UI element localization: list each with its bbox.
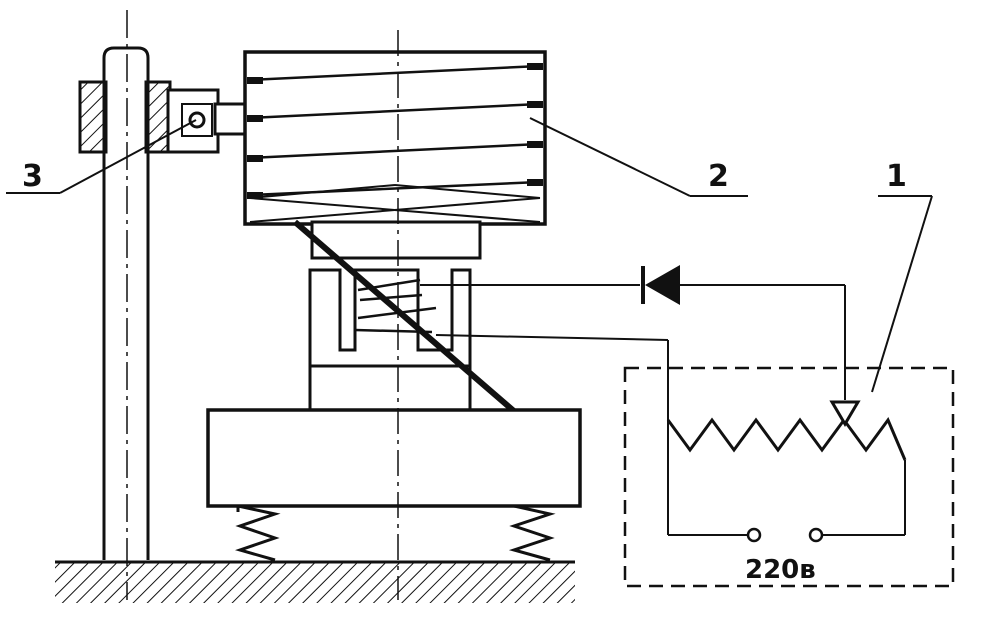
electromagnet-coil xyxy=(243,50,547,226)
spring-left xyxy=(234,504,281,562)
regulator-box xyxy=(623,366,955,588)
clamp-collar xyxy=(78,80,172,154)
core-yoke xyxy=(308,268,472,412)
terminal-right-icon xyxy=(808,527,824,543)
label-voltage: 220в xyxy=(745,555,816,585)
terminals xyxy=(746,527,824,543)
ground-base xyxy=(55,560,575,603)
spring-right xyxy=(508,504,556,562)
diode-icon xyxy=(641,265,680,305)
wiring xyxy=(420,284,906,536)
vibrating-table xyxy=(206,408,582,508)
armature-cap xyxy=(310,220,482,260)
label-part-2: 2 xyxy=(708,159,729,194)
support-column xyxy=(102,10,150,600)
pivot-joint xyxy=(166,88,247,154)
terminal-left-icon xyxy=(746,527,762,543)
leader-lines xyxy=(6,117,933,393)
label-part-1: 1 xyxy=(886,159,907,194)
rheostat-resistor xyxy=(666,416,907,461)
label-part-3: 3 xyxy=(22,159,43,194)
slider-contact-icon xyxy=(829,400,861,427)
tie-rod xyxy=(293,219,517,415)
